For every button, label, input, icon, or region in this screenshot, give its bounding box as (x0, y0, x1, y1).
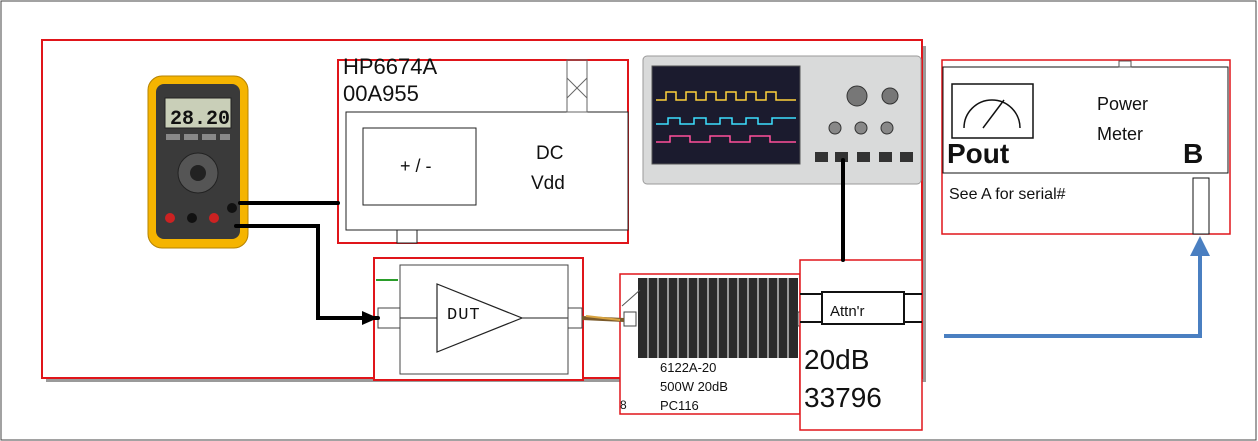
amplifier-input-connector (377, 307, 401, 329)
amplifier-output-connector (567, 307, 583, 329)
attenuator-2-label: Attn'r (830, 303, 865, 320)
power-supply (337, 59, 629, 244)
multimeter-jack (165, 213, 175, 223)
oscilloscope-input (900, 152, 913, 162)
gauge-icon (951, 83, 1034, 139)
power-meter (941, 59, 1231, 235)
attenuator-2-serial: 33796 (804, 382, 882, 413)
multimeter (147, 75, 249, 249)
power-meter-channel: B (1183, 138, 1204, 169)
power-supply-label-vdd: Vdd (531, 173, 565, 194)
multimeter-jack (209, 213, 219, 223)
attenuator-2 (799, 259, 923, 431)
power-meter-title-line1: Power (1097, 94, 1149, 114)
polarity-label: + / - (400, 156, 432, 176)
oscilloscope-input (815, 152, 828, 162)
oscilloscope-input (879, 152, 892, 162)
oscilloscope-input (835, 152, 848, 162)
attenuator-2-value: 20dB (804, 344, 870, 375)
power-supply-label-dc: DC (536, 143, 564, 164)
multimeter-reading: 28.20 (170, 108, 230, 131)
multimeter-jack (187, 213, 197, 223)
polarity-box (362, 127, 477, 206)
power-supply-serial: 00A955 (343, 81, 419, 106)
multimeter-buttons (166, 134, 230, 140)
power-meter-title-line2: Meter (1097, 124, 1144, 144)
power-supply-connector (566, 59, 588, 113)
signal-arrow (944, 236, 1210, 338)
wire-meter-to-dut (234, 224, 380, 320)
oscilloscope-input (857, 152, 870, 162)
dut-label: DUT (447, 306, 481, 325)
arrow-up-icon (1190, 236, 1210, 256)
oscilloscope-screen (651, 65, 801, 165)
oscilloscope-knob (846, 85, 868, 107)
attenuator-number: 8 (620, 398, 627, 412)
attenuator-model: 6122A-20 (660, 360, 717, 375)
arrow-head-icon (362, 311, 378, 325)
multimeter-jack (227, 203, 237, 213)
oscilloscope-knob (880, 121, 894, 135)
oscilloscope-knob (854, 121, 868, 135)
attenuator-input-connector (623, 311, 637, 327)
oscilloscope-knob (828, 121, 842, 135)
attenuator-heatsink (619, 273, 809, 415)
attenuator-serial: PC116 (660, 398, 699, 413)
attenuator-spec: 500W 20dB (660, 379, 728, 394)
power-meter-serial-note: See A for serial# (949, 186, 1066, 203)
rf-coax (581, 315, 625, 322)
oscilloscope (642, 55, 922, 185)
power-meter-input-port (1192, 177, 1210, 235)
power-meter-port-label: Pout (947, 138, 1010, 169)
power-supply-model: HP6674A (343, 54, 438, 79)
oscilloscope-knob (881, 87, 899, 105)
wiring (234, 158, 845, 320)
